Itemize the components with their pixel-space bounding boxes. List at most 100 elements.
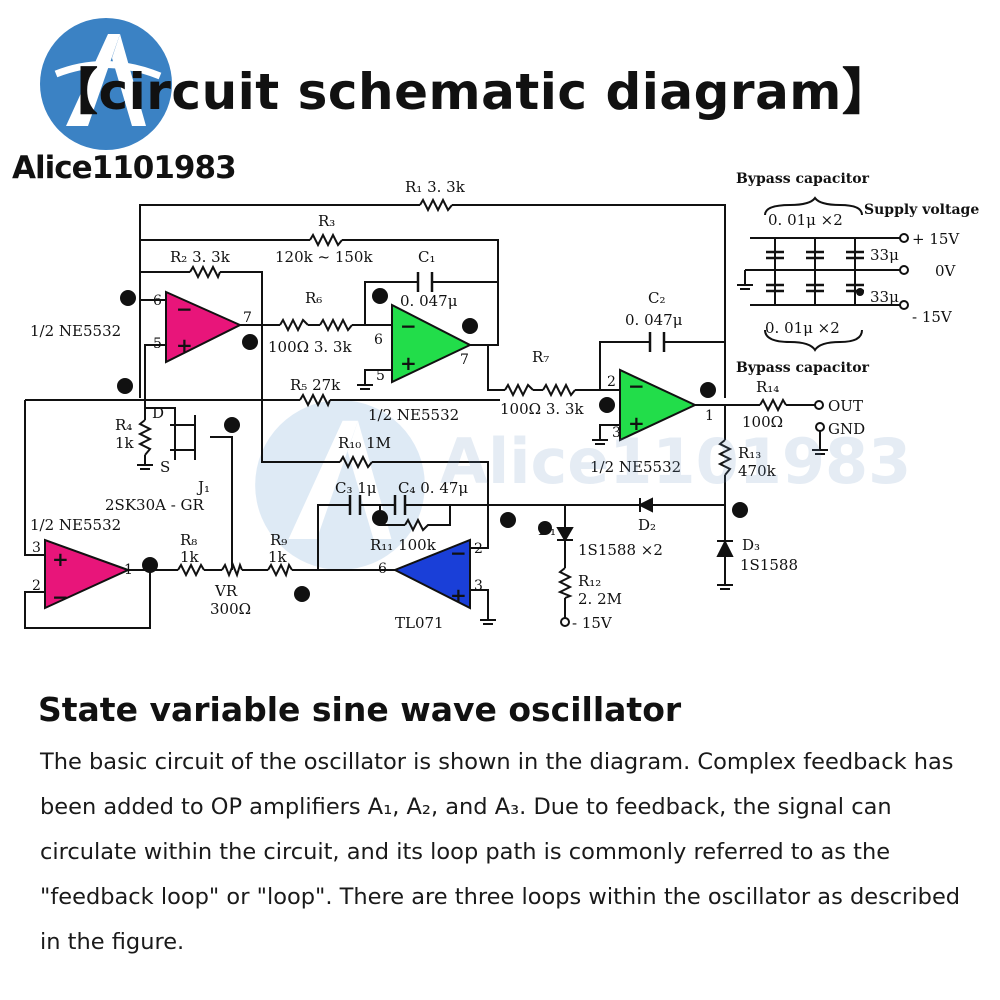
label-r9: R₉ [270,531,287,549]
label-c2-value: 0. 047μ [625,311,683,329]
label-r4-value: 1k [115,434,135,452]
label-c3: C₃ 1μ [335,479,377,497]
node-marker-4 [462,318,478,334]
pin-a4-3: 3 [32,540,41,556]
label-r5: R₅ 27k [290,376,341,394]
resistor-r11 [404,517,430,533]
svg-text:−: − [400,314,417,338]
node-marker-15 [856,288,864,296]
node-marker-13 [142,557,158,573]
label-r6: R₆ [305,289,322,307]
diode-d3 [716,539,734,557]
resistor-r2 [189,264,221,280]
svg-text:−: − [52,585,69,609]
resistor-r8 [177,562,205,578]
opamp-tl071 [392,538,471,610]
label-neg15: - 15V [912,308,953,326]
label-r12-value: 2. 2M [578,590,622,608]
node-marker-1 [120,290,136,306]
label-out: OUT [828,397,863,415]
terminal-gnd [815,422,825,432]
pin-a1-5: 5 [153,336,162,352]
node-marker-5 [117,378,133,394]
resistor-r3 [309,232,343,248]
label-r1: R₁ 3. 3k [405,178,466,196]
label-op1: 1/2 NE5532 [30,322,121,340]
label-r14-value: 100Ω [742,413,783,431]
label-r8: R₈ [180,531,197,549]
resistor-r6b [319,317,353,333]
label-bypass-bottom: Bypass capacitor [736,360,870,376]
label-op3: 1/2 NE5532 [590,458,681,476]
label-r4: R₄ [115,416,132,434]
brand-logo-icon [40,18,172,150]
label-bypass-top: Bypass capacitor [736,171,870,187]
label-jfet-part: 2SK30A - GR [105,496,205,514]
wire-r1-loop [139,204,420,398]
label-r3: R₃ [318,212,335,230]
label-supply: Supply voltage [864,202,979,218]
node-marker-12 [732,502,748,518]
node-marker-7 [599,397,615,413]
label-r2: R₂ 3. 3k [170,248,231,266]
label-0v: 0V [935,262,957,280]
label-drain: D [152,404,164,422]
svg-text:+: + [628,411,645,435]
resistor-r10 [339,454,373,470]
node-marker-8 [700,382,716,398]
label-cap-bottom: 0. 01μ ×2 [765,319,840,337]
label-vr: VR [214,582,238,600]
resistor-r7b [542,382,576,398]
label-d3-part: 1S1588 [740,556,798,574]
resistor-r1 [419,197,453,213]
svg-text:−: − [176,297,193,321]
resistor-r5 [299,392,331,408]
potentiometer-vr [221,561,243,579]
brand-name: Alice1101983 [12,150,237,186]
pin-tl071-2: 2 [474,541,483,557]
label-r13: R₁₃ [738,444,761,462]
label-op5: TL071 [395,614,444,632]
label-pos15: + 15V [912,230,960,248]
label-vr-value: 300Ω [210,600,251,618]
pin-a3-3: 3 [612,425,621,441]
pin-a2-5: 5 [376,368,385,384]
node-marker-3 [372,288,388,304]
pin-a3-2: 2 [607,374,616,390]
label-d3: D₃ [742,536,760,554]
node-marker-9 [372,510,388,526]
label-33u-top: 33μ [870,246,899,264]
terminal-neg15 [560,617,570,627]
node-marker-14 [294,586,310,602]
label-cap-top: 0. 01μ ×2 [768,211,843,229]
section-description: The basic circuit of the oscillator is s… [40,749,961,955]
svg-text:+: + [52,547,69,571]
svg-text:−: − [628,374,645,398]
label-r14: R₁₄ [756,378,779,396]
label-r9-value: 1k [268,548,288,566]
label-r12: R₁₂ [578,572,601,590]
label-33u-bottom: 33μ [870,288,899,306]
label-r3-value: 120k ~ 150k [275,248,373,266]
pin-tl071-6: 6 [378,561,387,577]
pin-a3-1: 1 [705,408,714,424]
svg-text:+: + [176,333,193,357]
label-d1d2-part: 1S1588 ×2 [578,541,663,559]
label-r13-value: 470k [738,462,777,480]
label-r6-value: 100Ω 3. 3k [268,338,352,356]
diode-d1 [556,527,574,542]
opamp-a3 [619,368,698,442]
label-r11: R₁₁ 100k [370,536,437,554]
label-op2: 1/2 NE5532 [368,406,459,424]
node-marker-2 [242,334,258,350]
opamp-a4 [44,538,131,610]
pin-a1-6: 6 [153,293,162,309]
label-c1-value: 0. 047μ [400,292,458,310]
terminal-0v [899,265,909,275]
label-d1: D₁ [538,521,556,539]
resistor-r12 [557,567,573,599]
resistor-r7a [504,382,534,398]
svg-text:+: + [450,583,467,607]
pin-a1-7: 7 [243,310,252,326]
opamp-a2 [391,303,473,384]
